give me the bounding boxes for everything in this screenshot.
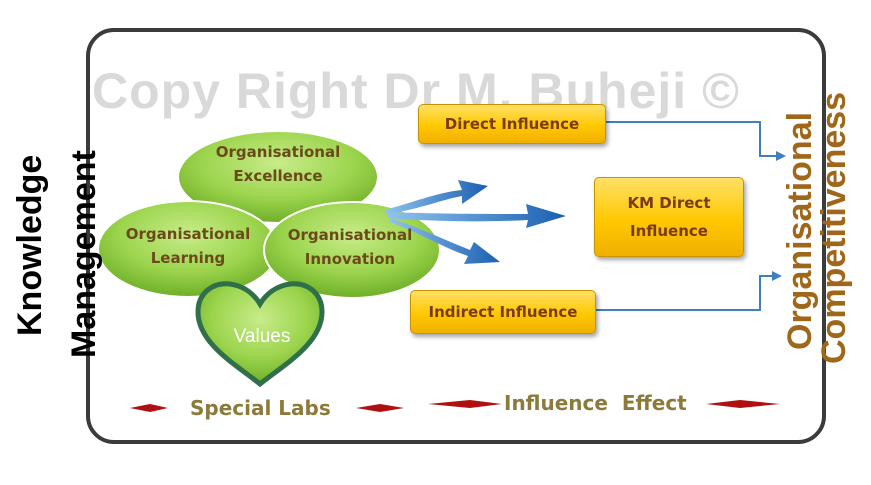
dash-mid-right <box>428 400 502 408</box>
outer-frame <box>86 28 826 444</box>
learning-label-line1: Organisational <box>125 225 251 243</box>
dash-left <box>130 404 168 412</box>
connector-indirect <box>596 275 772 311</box>
indirect-influence-box: Indirect Influence <box>410 290 596 334</box>
right-title-line1: Organisational <box>781 111 819 350</box>
learning-label: Organisational Learning <box>106 222 270 270</box>
excellence-label-line1: Organisational <box>215 143 341 161</box>
values-heart <box>195 281 325 388</box>
arrow-lower <box>390 218 500 264</box>
innovation-label: Organisational Innovation <box>270 223 430 271</box>
direct-influence-box: Direct Influence <box>418 104 606 144</box>
dash-mid-left <box>356 404 404 412</box>
left-title-line2: Management <box>65 150 103 358</box>
dash-right <box>706 400 780 408</box>
left-title-line1: Knowledge <box>11 154 49 336</box>
arrow-middle <box>388 204 566 228</box>
watermark-text: Copy Right Dr M. Buheji © <box>92 63 740 119</box>
special-labs-label: Special Labs <box>190 396 331 420</box>
learning-label-line2: Learning <box>150 249 226 267</box>
innovation-label-line1: Organisational <box>287 226 413 244</box>
influence-effect-label: Influence Effect <box>504 391 687 415</box>
connector-direct <box>606 121 776 157</box>
excellence-label: Organisational Excellence <box>190 140 366 188</box>
km-direct-influence-box: KM Direct Influence <box>594 177 744 257</box>
indirect-influence-label: Indirect Influence <box>428 303 578 321</box>
values-label: Values <box>233 326 291 347</box>
connector-indirect-head <box>772 271 782 281</box>
km-direct-label-line2: Influence <box>630 222 708 240</box>
km-direct-label-line1: KM Direct <box>627 194 711 212</box>
excellence-label-line2: Excellence <box>233 167 323 185</box>
arrow-upper <box>385 180 488 214</box>
innovation-label-line2: Innovation <box>304 250 396 268</box>
connector-direct-head <box>776 151 786 161</box>
innovation-ellipse <box>263 201 441 299</box>
direct-influence-label: Direct Influence <box>444 115 580 133</box>
right-title-line2: Competitiveness <box>815 91 853 364</box>
